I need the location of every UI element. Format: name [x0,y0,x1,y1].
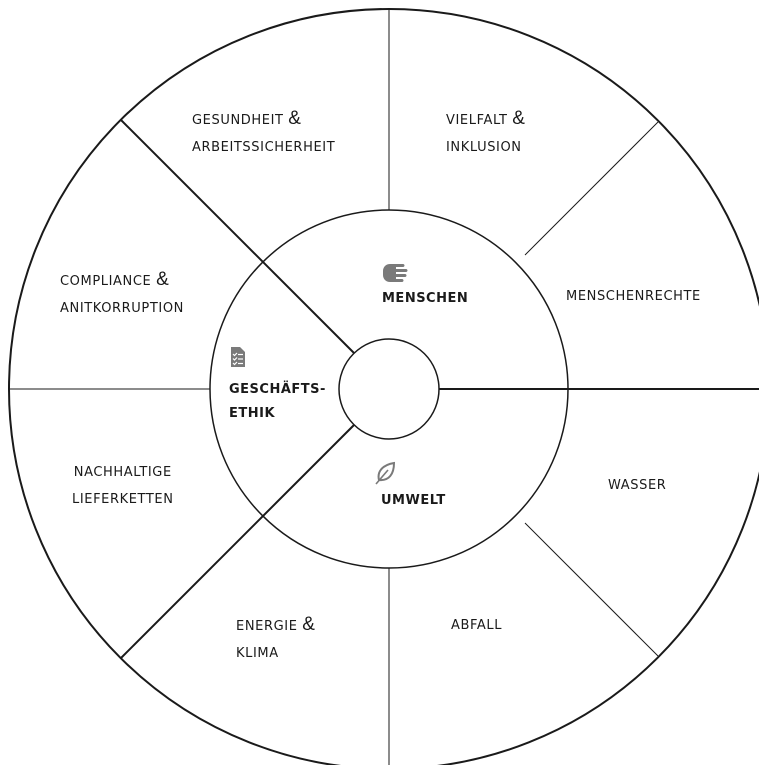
menschenrechte-line1: MENSCHENRECHTE [566,289,701,304]
gesundheit-line2: ARBEITSSICHERHEIT [192,140,336,155]
segment-lieferketten-label: NACHHALTIGE LIEFERKETTEN [72,459,174,513]
ethik-line2: ETHIK [229,406,276,421]
ethik-line1: GESCHÄFTS- [229,382,326,397]
segment-energie-label: ENERGIE & KLIMA [236,611,315,667]
abfall-line1: ABFALL [451,618,503,633]
lieferketten-line1: NACHHALTIGE [73,465,172,480]
leaf-icon [375,461,396,485]
category-menschen: MENSCHEN [382,291,469,306]
divider-wasser-abfall [524,522,659,657]
center-circle [338,338,440,440]
segment-abfall-label: ABFALL [451,612,502,639]
ampersand: & [302,614,315,635]
ampersand: & [512,108,525,129]
divider-ethik-menschen [120,119,355,354]
category-ethik: GESCHÄFTS- ETHIK [229,378,326,426]
wasser-line1: WASSER [608,478,667,493]
outer-ring [8,8,759,765]
lieferketten-line2: LIEFERKETTEN [72,492,174,507]
category-umwelt: UMWELT [381,493,446,508]
hand-icon [383,264,408,282]
divider-vielfalt-menschenrechte [524,121,659,256]
segment-wasser-label: WASSER [608,472,666,499]
compliance-line2: ANITKORRUPTION [60,301,184,316]
ampersand: & [156,269,169,290]
segment-vielfalt-label: VIELFALT & INKLUSION [446,105,525,161]
segment-compliance-label: COMPLIANCE & ANITKORRUPTION [60,266,184,322]
segment-menschenrechte-label: MENSCHENRECHTE [566,283,701,310]
vielfalt-line1: VIELFALT [446,113,508,128]
document-checklist-icon [231,347,245,367]
vielfalt-line2: INKLUSION [446,140,522,155]
energie-line2: KLIMA [236,646,279,661]
compliance-line1: COMPLIANCE [60,274,152,289]
segment-gesundheit-label: GESUNDHEIT & ARBEITSSICHERHEIT [192,105,335,161]
ampersand: & [288,108,301,129]
gesundheit-line1: GESUNDHEIT [192,113,284,128]
energie-line1: ENERGIE [236,619,298,634]
divider-umwelt-ethik [120,424,355,659]
